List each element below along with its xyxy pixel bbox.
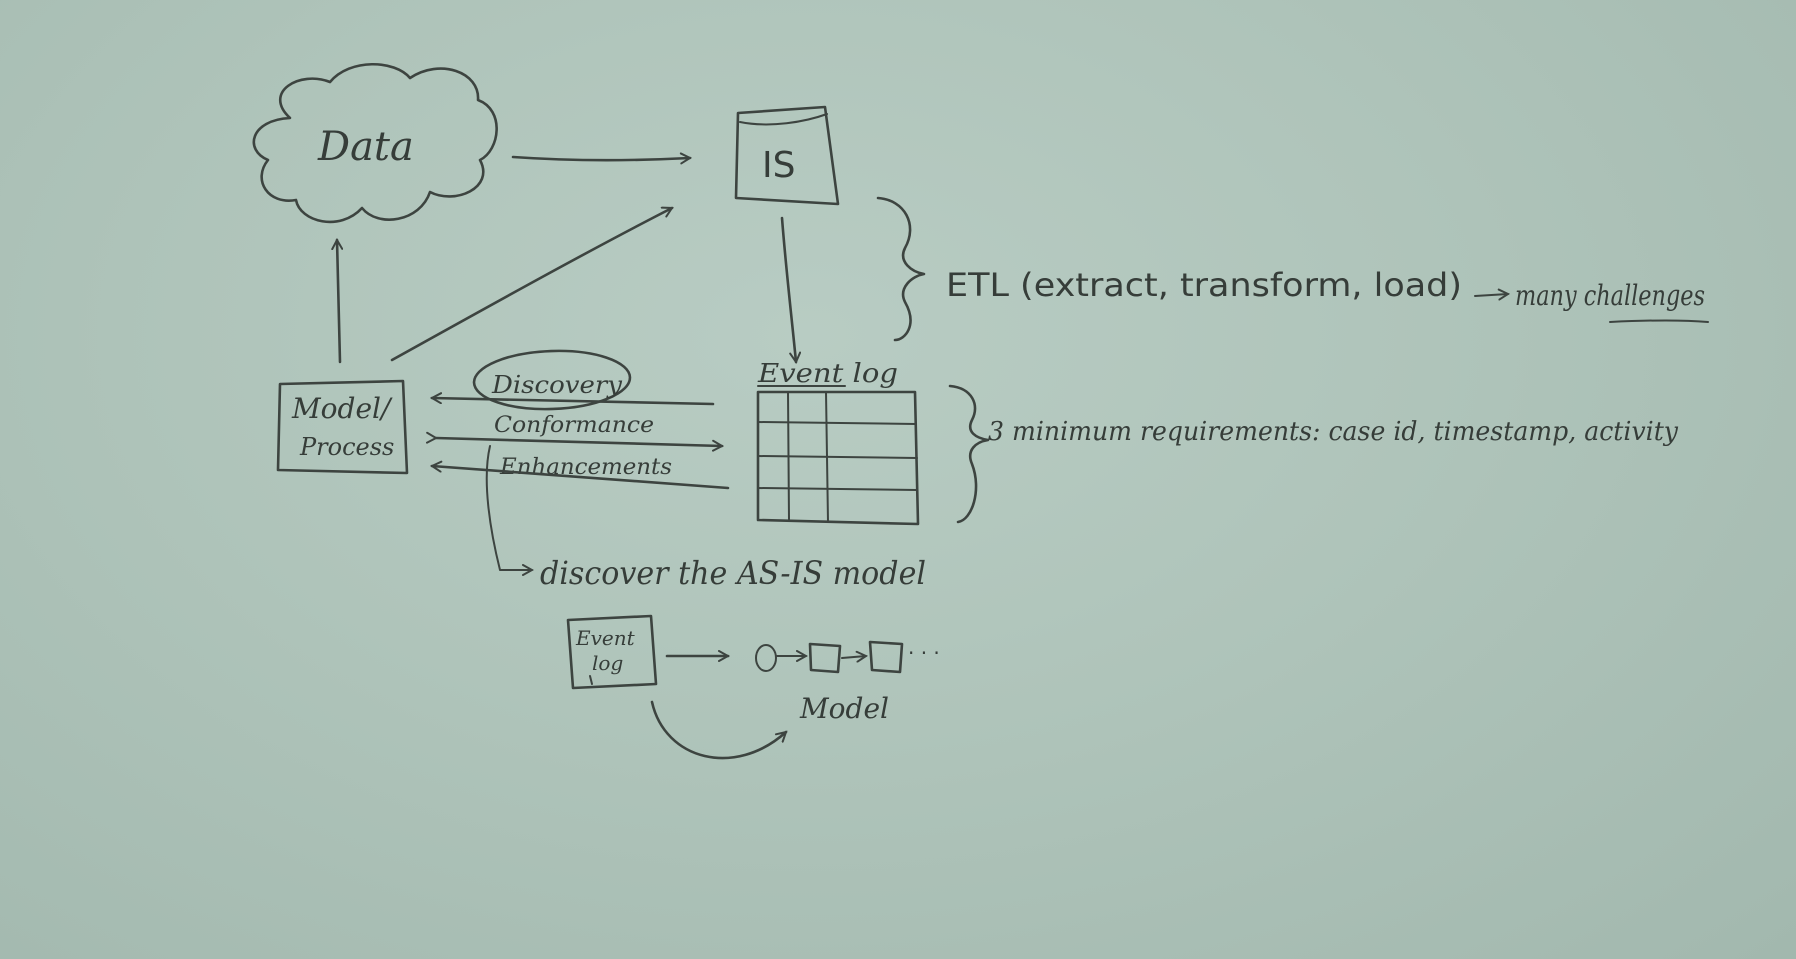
discovery-arrow (432, 398, 715, 406)
activity-box-1 (808, 642, 842, 674)
small-event-log-line1: Event (575, 626, 636, 650)
conformance-arrow (436, 438, 722, 446)
discovery-oval (472, 349, 632, 411)
feedback-curve-arrow (650, 700, 786, 760)
small-event-log-box: Event log (566, 614, 658, 690)
model-process-box: Model/ Process (276, 379, 409, 475)
discovery-label: Discovery (491, 371, 623, 399)
is-to-eventlog-arrow (780, 216, 796, 362)
etl-result-note: many challenges (1515, 279, 1705, 312)
conformance-label: Conformance (494, 413, 654, 438)
enhancement-label: Enhancements (499, 455, 672, 480)
is-label: IS (762, 145, 795, 186)
model-to-data-arrow (337, 240, 340, 364)
etl-note: ETL (extract, transform, load) (946, 266, 1462, 304)
challenges-underline (1609, 319, 1709, 323)
discover-note: discover the AS-IS model (540, 554, 926, 592)
discover-hook-arrow (485, 445, 532, 570)
mini-process-model: · · · (755, 640, 940, 674)
small-event-log-line2: log (592, 651, 623, 675)
requirements-note: 3 minimum requirements: case id, timesta… (988, 417, 1678, 447)
etl-arrow (1474, 294, 1508, 296)
data-cloud: Data (252, 62, 498, 224)
event-log-label: Event log (757, 359, 898, 389)
model-to-is-arrow (390, 208, 672, 362)
data-to-is-arrow (511, 157, 690, 160)
data-label: Data (317, 124, 414, 170)
requirements-brace (948, 384, 990, 524)
enhancement-arrow (432, 466, 730, 490)
event-log-table: Event log (756, 359, 920, 526)
ellipsis: · · · (908, 641, 940, 665)
start-event (755, 644, 777, 672)
model-process-line2: Process (299, 433, 394, 461)
model-label: Model (799, 692, 889, 725)
etl-brace (876, 196, 926, 342)
model-process-line1: Model/ (291, 392, 393, 425)
is-box: IS (734, 105, 840, 206)
activity-box-2 (868, 640, 904, 674)
